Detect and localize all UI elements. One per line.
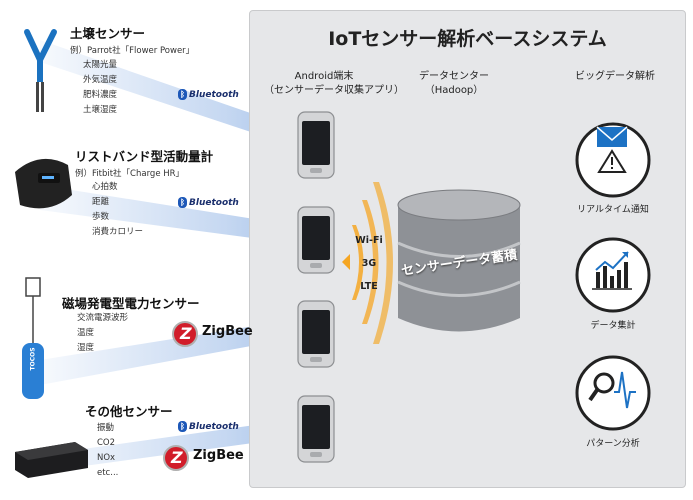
beam-power: [40, 318, 305, 385]
system-title: IoTセンサー解析ベースシステム: [328, 28, 607, 50]
tocos-device-label: TOCOS: [29, 347, 37, 371]
list-item: 外気温度: [83, 75, 118, 85]
mail-icon: [597, 127, 627, 147]
protocol-other-zigbee-label: ZigBee: [193, 448, 244, 463]
list-item: 振動: [97, 423, 115, 433]
analysis-circle-realtime: [575, 122, 651, 198]
list-item: CO2: [97, 438, 116, 448]
list-item: NOx: [97, 453, 116, 463]
protocol-other-bluetooth-label: Bluetooth: [189, 422, 239, 432]
protocol-wristband-label: Bluetooth: [189, 198, 239, 208]
network-3g: 3G: [361, 258, 377, 269]
list-item: 歩数: [92, 212, 110, 222]
phone-1: [297, 111, 335, 179]
sensor-other-items: 振動 CO2 NOx etc...: [97, 421, 118, 481]
list-item: 消費カロリー: [92, 227, 144, 237]
analysis-label-aggregate: データ集計: [590, 321, 636, 331]
bar-chart-icon: [592, 251, 632, 290]
network-wifi: Wi-Fi: [355, 235, 383, 246]
protocol-soil-label: Bluetooth: [189, 90, 239, 100]
column-datacenter: データセンター （Hadoop）: [404, 70, 504, 98]
list-item: 肥料濃度: [83, 90, 118, 100]
power-sensor-device-icon: [22, 277, 44, 399]
sensor-soil-title: 土壌センサー: [70, 26, 146, 41]
analysis-label-realtime: リアルタイム通知: [577, 205, 649, 215]
sensor-power-title: 磁場発電型電力センサー: [62, 296, 200, 311]
soil-sensor-device-icon: [24, 29, 57, 112]
list-item: etc...: [97, 468, 119, 478]
other-sensor-box-icon: [15, 442, 88, 478]
phone-2: [297, 206, 335, 274]
analysis-label-pattern: パターン分析: [586, 439, 640, 449]
wristband-device-icon: [15, 158, 72, 209]
list-item: 交流電源波形: [77, 313, 129, 323]
list-item: 距離: [92, 197, 110, 207]
network-lte: LTE: [360, 281, 378, 292]
zigbee-icon: Z: [163, 445, 189, 471]
sensor-power-items: 交流電源波形 温度 湿度: [77, 311, 128, 356]
list-item: 土壌湿度: [83, 105, 118, 115]
sensor-wristband-items: 心拍数 距離 歩数 消費カロリー: [92, 180, 143, 240]
column-bigdata: ビッグデータ解析: [575, 71, 655, 82]
bluetooth-icon: ᛒ: [178, 197, 187, 208]
analysis-circle-aggregate: [575, 237, 651, 313]
zigbee-icon: Z: [172, 321, 198, 347]
magnifier-wave-icon: [588, 371, 636, 409]
list-item: 心拍数: [92, 182, 118, 192]
list-item: 湿度: [77, 343, 95, 353]
sensor-soil-example: 例）Parrot社「Flower Power」: [70, 46, 195, 56]
phone-4: [297, 395, 335, 463]
bluetooth-icon: ᛒ: [178, 421, 187, 432]
sensor-soil-items: 太陽光量 外気温度 肥料濃度 土壌湿度: [83, 58, 117, 118]
list-item: 太陽光量: [83, 60, 118, 70]
analysis-circle-pattern: [575, 355, 651, 431]
column-android-title: Android端末: [294, 71, 354, 82]
column-datacenter-subtitle: （Hadoop）: [424, 85, 484, 96]
beam-wristband: [40, 185, 305, 245]
bluetooth-icon: ᛒ: [178, 89, 187, 100]
sensor-wristband-title: リストバンド型活動量計: [75, 149, 214, 164]
column-android: Android端末 （センサーデータ収集アプリ）: [264, 70, 404, 98]
beam-soil: [40, 40, 305, 150]
column-datacenter-title: データセンター: [419, 71, 489, 82]
phone-3: [297, 300, 335, 368]
sensor-other-title: その他センサー: [85, 404, 173, 419]
protocol-power-label: ZigBee: [202, 324, 253, 339]
column-android-subtitle: （センサーデータ収集アプリ）: [264, 85, 404, 96]
sensor-wristband-example: 例）Fitbit社「Charge HR」: [75, 169, 185, 179]
list-item: 温度: [77, 328, 95, 338]
database-cylinder-icon: [397, 189, 521, 332]
wireless-wave-icon: [342, 182, 393, 344]
